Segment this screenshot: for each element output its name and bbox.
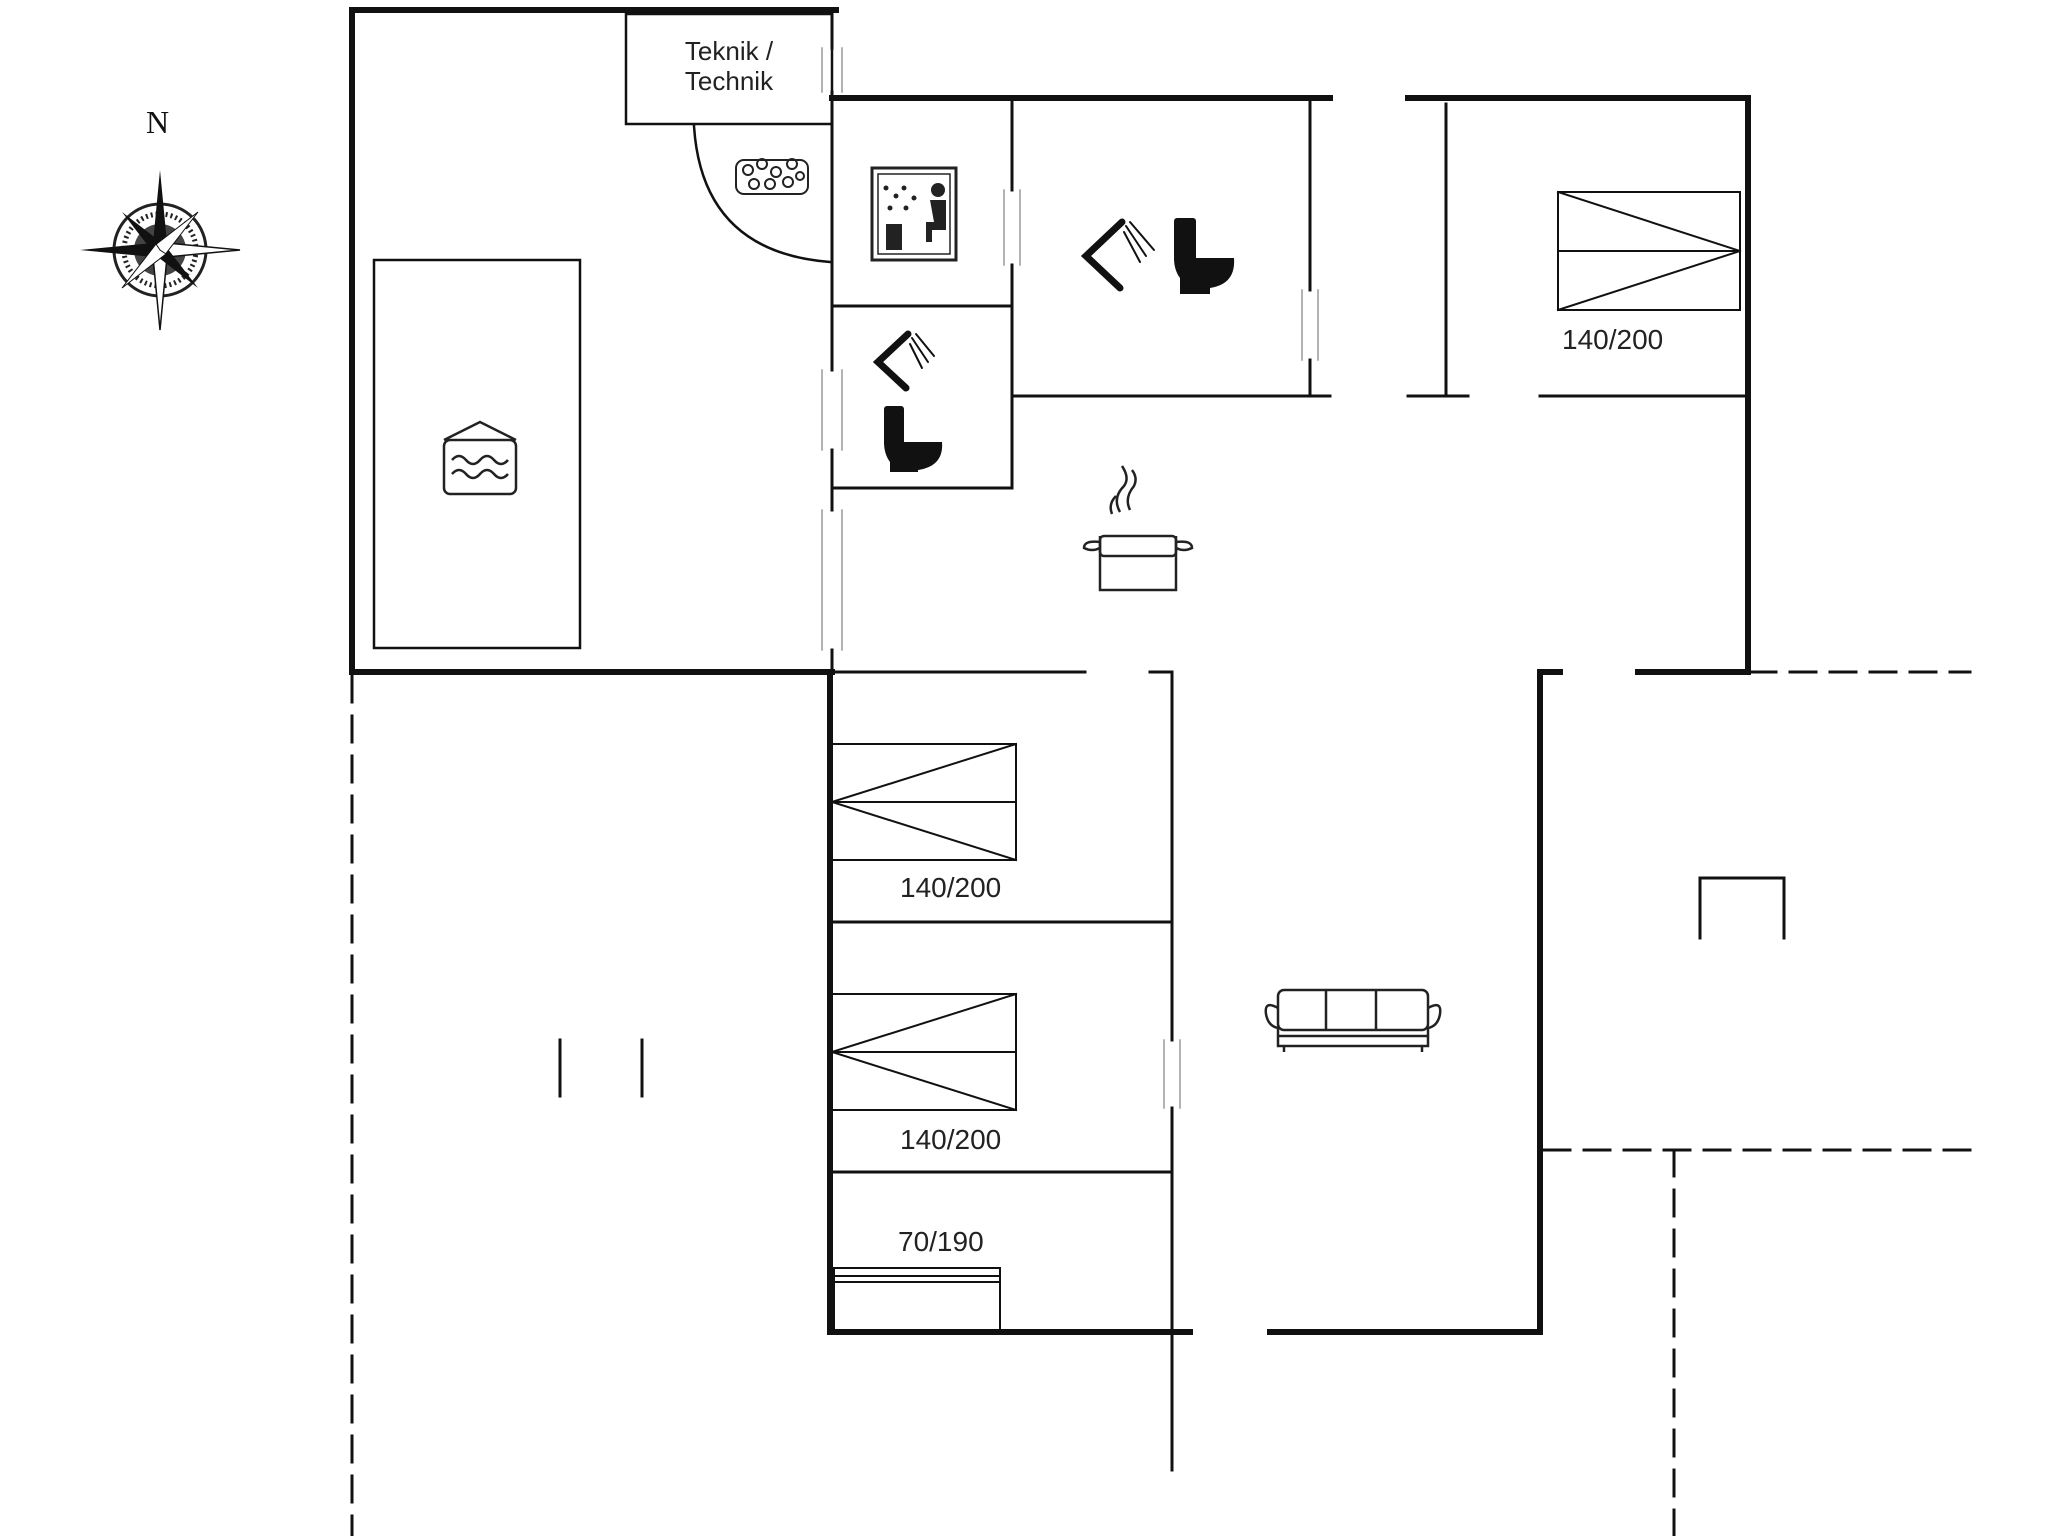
bedroom-1-bed-size: 140/200 [1562, 324, 1664, 355]
bedroom-4-bed-size: 70/190 [898, 1226, 984, 1257]
bed-double [830, 992, 1018, 1112]
technical-room [624, 12, 834, 126]
toilet-icon [884, 406, 943, 472]
sofa-icon [1264, 988, 1442, 1052]
compass-north-label: N [146, 104, 170, 140]
bed-double [1556, 190, 1742, 312]
shower-icon [872, 330, 935, 392]
bedroom-3-bed-size: 140/200 [900, 1124, 1002, 1155]
bedroom-2-bed-size: 140/200 [900, 872, 1002, 903]
bed-single [833, 1267, 1001, 1331]
sauna-icon [870, 166, 958, 262]
door-swing [692, 124, 832, 264]
fireplace-icon [1698, 876, 1786, 940]
bed-double [830, 742, 1018, 862]
shower-icon [1080, 218, 1155, 292]
technical-room-label: Teknik / Technik [626, 36, 832, 96]
whirlpool-icon [735, 158, 809, 195]
terrace-outline [350, 670, 1972, 1536]
toilet-icon [1174, 218, 1235, 294]
technical-room-label-line2: Technik [684, 66, 774, 96]
pool-basin [372, 258, 582, 650]
indoor-pool-icon [442, 420, 518, 496]
technical-room-label-line1: Teknik / [684, 36, 774, 66]
cooking-pot-icon [1082, 465, 1194, 592]
compass-rose-icon [80, 170, 241, 331]
